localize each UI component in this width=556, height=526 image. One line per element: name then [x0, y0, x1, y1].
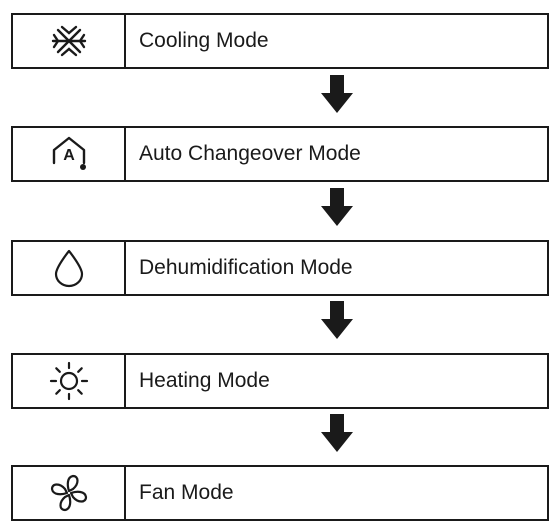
mode-box-fan: Fan Mode	[11, 465, 549, 521]
mode-label: Fan Mode	[139, 481, 234, 504]
down-arrow-icon	[319, 414, 355, 454]
mode-label: Auto Changeover Mode	[139, 142, 361, 165]
mode-box-heating: Heating Mode	[11, 353, 549, 409]
mode-label: Dehumidification Mode	[139, 256, 353, 279]
down-arrow-icon	[319, 188, 355, 228]
icon-cell	[13, 15, 126, 67]
mode-label: Heating Mode	[139, 369, 270, 392]
mode-box-cooling: Cooling Mode	[11, 13, 549, 69]
water-drop-icon	[54, 249, 83, 288]
snowflake-icon	[51, 25, 86, 57]
icon-cell: A	[13, 128, 126, 180]
auto-mode-icon: A	[52, 136, 86, 170]
icon-cell	[13, 355, 126, 407]
down-arrow-icon	[319, 75, 355, 115]
icon-cell	[13, 242, 126, 294]
sun-icon	[49, 361, 88, 401]
down-arrow-icon	[319, 301, 355, 341]
fan-icon	[50, 474, 87, 512]
mode-label: Cooling Mode	[139, 29, 269, 52]
icon-cell	[13, 467, 126, 519]
mode-box-auto-changeover: A Auto Changeover Mode	[11, 126, 549, 182]
mode-box-dehumidification: Dehumidification Mode	[11, 240, 549, 296]
svg-text:A: A	[63, 147, 75, 164]
